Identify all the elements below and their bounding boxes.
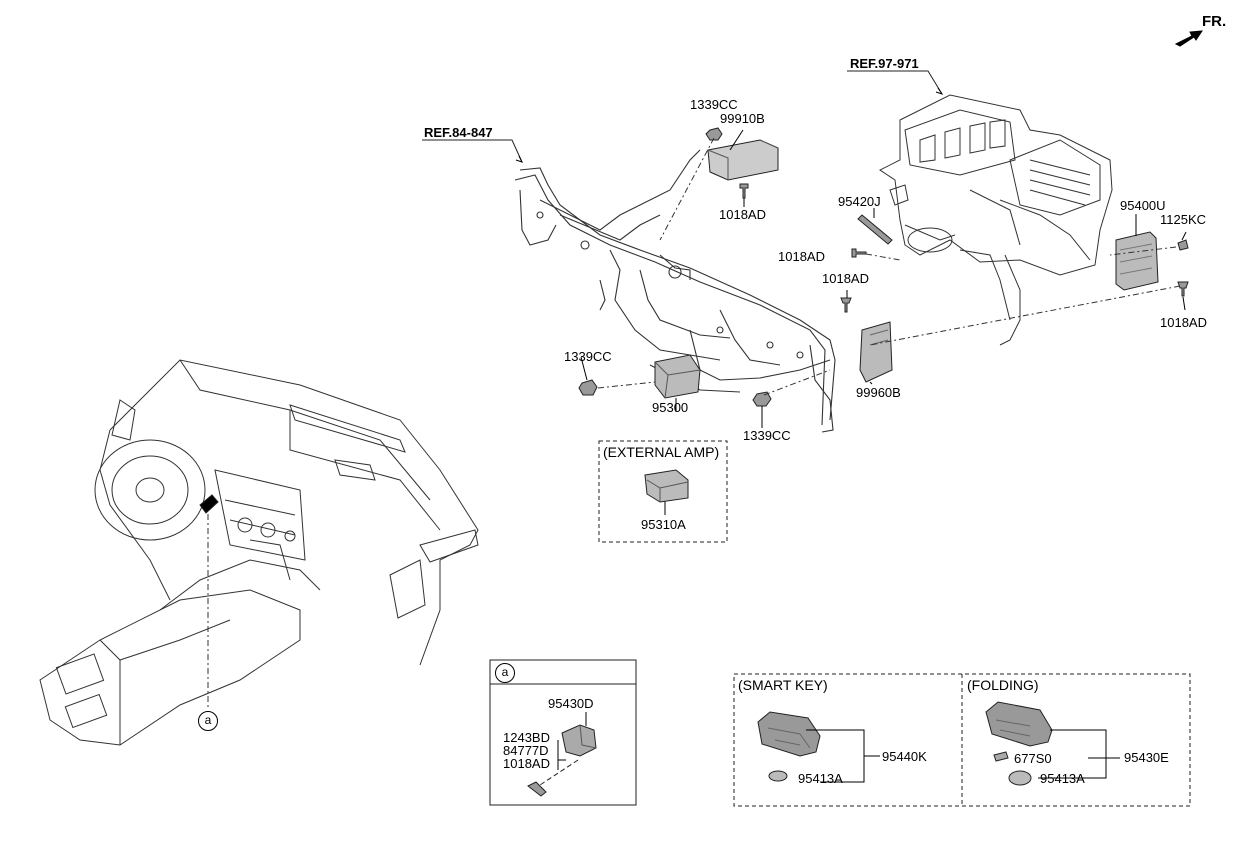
ref-84-847-label[interactable]: REF.84-847 xyxy=(424,125,493,140)
part-95420j-label: 95420J xyxy=(838,194,881,209)
switch-95430d-drawing xyxy=(561,724,597,757)
callout-a-marker[interactable]: a xyxy=(198,711,218,731)
screw-1018ad-right2-icon xyxy=(1177,281,1189,297)
part-99910b-label: 99910B xyxy=(720,111,765,126)
part-677s0-label: 677S0 xyxy=(1014,751,1052,766)
part-95430d-label: 95430D xyxy=(548,696,594,711)
screw-1018ad-right1-icon xyxy=(840,297,852,313)
fr-label: FR. xyxy=(1202,13,1227,30)
part-95310a-label: 95310A xyxy=(641,517,686,532)
nut-1339cc-left-icon xyxy=(578,379,598,396)
smart-key-drawing xyxy=(757,711,821,757)
part-1339cc-top-label: 1339CC xyxy=(690,97,738,112)
battery-smart-key-icon xyxy=(768,770,788,782)
screw-1018ad-mid-icon xyxy=(851,248,867,258)
ref-top-leader xyxy=(847,70,943,95)
folding-key-drawing xyxy=(985,701,1053,747)
hvac-unit-drawing xyxy=(879,94,1113,346)
part-1243bd-label: 1243BD xyxy=(503,730,550,745)
screw-1018ad-top-icon xyxy=(739,183,749,199)
part-1018ad-detail-label: 1018AD xyxy=(503,756,550,771)
screw-1125kc-icon xyxy=(1177,239,1189,251)
amp-95310a-drawing xyxy=(644,469,689,503)
part-95440k-label: 95440K xyxy=(882,749,927,764)
part-95413a-smart-label: 95413A xyxy=(798,771,843,786)
folding-title: (FOLDING) xyxy=(967,677,1039,693)
module-95400u-drawing xyxy=(1115,231,1159,291)
sensor-95420j-drawing xyxy=(857,214,893,245)
part-1018ad-right1-label: 1018AD xyxy=(822,271,869,286)
ref-left-leader xyxy=(422,139,523,163)
ref-97-971-label[interactable]: REF.97-971 xyxy=(850,56,919,71)
part-95300-label: 95300 xyxy=(652,400,689,415)
part-1339cc-bottom-label: 1339CC xyxy=(743,428,791,443)
button-marker-icon xyxy=(199,494,219,514)
module-99910b-drawing xyxy=(707,139,779,181)
nut-1339cc-bottom-icon xyxy=(752,391,772,407)
part-1125kc-label: 1125KC xyxy=(1160,212,1207,227)
part-1018ad-right2-label: 1018AD xyxy=(1160,315,1207,330)
part-1339cc-left-label: 1339CC xyxy=(564,349,612,364)
external-amp-box xyxy=(598,440,728,543)
nut-1339cc-top-icon xyxy=(705,127,723,141)
smart-key-title: (SMART KEY) xyxy=(738,677,828,693)
part-99960b-label: 99960B xyxy=(856,385,901,400)
detail-a-box xyxy=(489,659,637,806)
fr-arrow-icon xyxy=(1174,30,1203,47)
part-95413a-folding-label: 95413A xyxy=(1040,771,1085,786)
key-blade-icon xyxy=(993,751,1009,762)
dashboard-drawing xyxy=(39,359,479,746)
part-84777d-label: 84777D xyxy=(503,743,549,758)
module-95300-drawing xyxy=(654,354,701,399)
screw-1018ad-detail-icon xyxy=(527,781,547,797)
part-95430e-label: 95430E xyxy=(1124,750,1169,765)
part-1018ad-mid-label: 1018AD xyxy=(778,249,825,264)
part-95400u-label: 95400U xyxy=(1120,198,1166,213)
fastener-drawings xyxy=(578,127,1189,407)
detail-a-marker: a xyxy=(495,663,515,683)
part-1018ad-top-label: 1018AD xyxy=(719,207,766,222)
module-99960b-drawing xyxy=(859,321,893,383)
external-amp-title: (EXTERNAL AMP) xyxy=(603,444,720,460)
battery-folding-icon xyxy=(1008,770,1032,786)
